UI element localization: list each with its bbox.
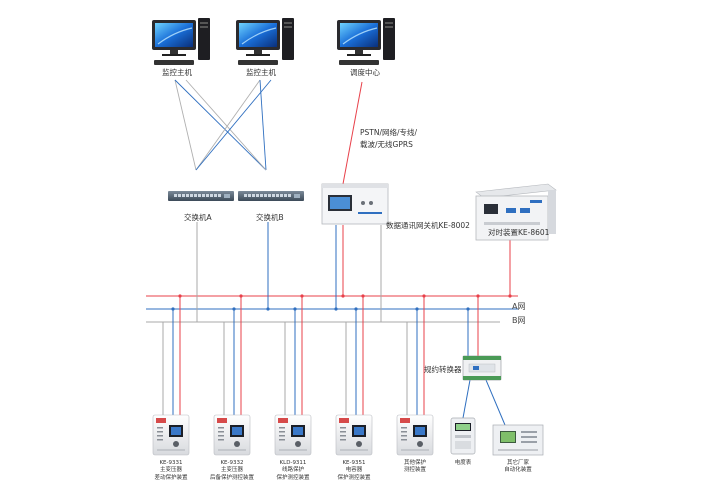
relay-device-3-icon <box>274 414 312 456</box>
device-5-caption: 其他保护 测控装置 <box>394 460 436 475</box>
device-7-caption: 其它厂家 自动化装置 <box>498 460 538 475</box>
device-4-caption: KE-9351 电容器 保护测控装置 <box>332 460 376 482</box>
monitor-host-1-icon <box>151 17 211 66</box>
device-4-line3: 保护测控装置 <box>337 474 371 481</box>
channel-text-line1: PSTN/网络/专线/ <box>360 128 418 137</box>
converter-link-meter <box>462 379 471 419</box>
converter-link-other <box>485 379 506 426</box>
device-3-caption: KLD-9311 线路保护 保护测控装置 <box>271 460 315 482</box>
device-1-caption: KE-9331 主变压器 差动保护装置 <box>150 460 192 482</box>
switch-a-label: 交换机A <box>184 213 212 222</box>
timesync-label: 对时装置KE-8601 <box>488 228 550 237</box>
switch-b-label: 交换机B <box>256 213 284 222</box>
dispatch-link <box>342 81 363 185</box>
device-3-line1: KLD-9311 <box>279 460 307 466</box>
device-3-line2: 线路保护 <box>281 467 304 474</box>
junction-dots <box>171 294 512 311</box>
device-2-line1: KE-9332 <box>220 460 244 466</box>
dispatch-center-label: 调度中心 <box>350 68 380 77</box>
protocol-converter-icon <box>462 355 502 381</box>
device-drop-lines <box>162 296 479 415</box>
device-4-line1: KE-9351 <box>342 460 366 466</box>
dispatch-center-icon <box>336 17 396 66</box>
energy-meter-icon <box>450 417 476 455</box>
relay-device-1-icon <box>152 414 190 456</box>
protocol-converter-label: 规约转换器 <box>424 365 462 374</box>
pc-switch-links <box>174 79 272 171</box>
device-5-line1: 其他保护 <box>403 460 426 466</box>
relay-device-2-icon <box>213 414 251 456</box>
device-4-line2: 电容器 <box>345 467 363 474</box>
gateway-label: 数据通讯网关机KE-8002 <box>386 221 470 230</box>
device-2-caption: KE-9332 主变压器 后备保护测控装置 <box>209 460 255 482</box>
channel-text-line2: 载波/无线GPRS <box>360 140 413 149</box>
device-1-line3: 差动保护装置 <box>154 474 188 481</box>
monitor-host-2-label: 监控主机 <box>246 68 276 77</box>
device-1-line1: KE-9331 <box>159 460 183 466</box>
device-7-line1: 其它厂家 <box>506 460 529 466</box>
switch-b-icon <box>238 191 304 201</box>
time-sync-device-icon <box>475 183 557 241</box>
relay-device-5-icon <box>396 414 434 456</box>
device-2-line2: 主变压器 <box>220 467 243 474</box>
device-5-line2: 测控装置 <box>403 467 426 474</box>
device-6-line1: 电度表 <box>454 460 472 466</box>
other-vendor-device-icon <box>492 424 544 456</box>
device-1-line2: 主变压器 <box>159 467 182 474</box>
a-net-label: A网 <box>512 302 526 311</box>
switch-a-icon <box>168 191 234 201</box>
device-7-line2: 自动化装置 <box>504 467 532 474</box>
gateway-device-icon <box>321 183 389 225</box>
device-2-line3: 后备保护测控装置 <box>209 474 254 481</box>
b-net-label: B网 <box>512 316 526 325</box>
monitor-host-1-label: 监控主机 <box>162 68 192 77</box>
monitor-host-2-icon <box>235 17 295 66</box>
device-3-line3: 保护测控装置 <box>276 474 310 481</box>
device-6-caption: 电度表 <box>447 460 479 467</box>
relay-device-4-icon <box>335 414 373 456</box>
